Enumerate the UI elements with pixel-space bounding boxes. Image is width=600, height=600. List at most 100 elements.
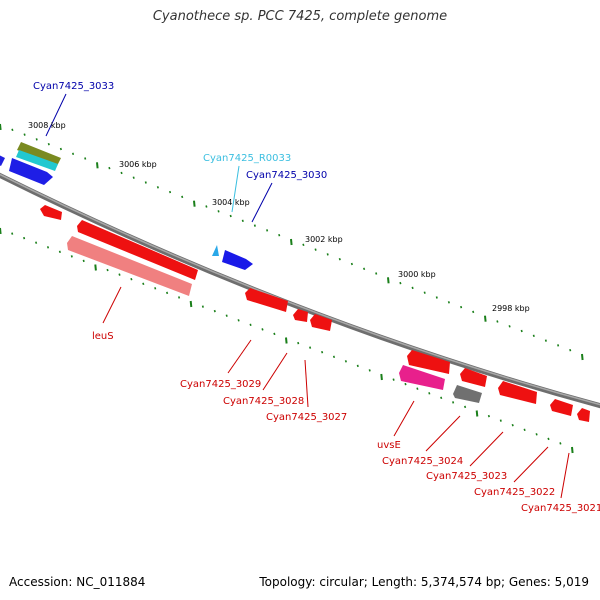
minor-tick xyxy=(435,296,438,299)
genome-backbone xyxy=(0,172,600,409)
minor-tick xyxy=(35,138,38,141)
minor-tick xyxy=(166,291,169,295)
minor-tick xyxy=(416,387,419,390)
tick-label: 3000 kbp xyxy=(398,270,436,279)
gene-arrow[interactable] xyxy=(222,250,253,270)
gene-arrow[interactable] xyxy=(9,158,53,185)
gene-label[interactable]: Cyan7425_3023 xyxy=(426,471,507,482)
gene-arrow[interactable] xyxy=(0,153,5,166)
minor-tick xyxy=(225,314,228,317)
minor-tick xyxy=(344,360,347,363)
minor-tick xyxy=(302,243,305,247)
gene-arrow[interactable] xyxy=(453,385,482,403)
minor-tick xyxy=(108,166,111,170)
gene-arrow[interactable] xyxy=(293,309,308,322)
minor-tick xyxy=(535,433,538,436)
minor-tick xyxy=(411,286,414,290)
minor-tick xyxy=(106,268,109,272)
genome-backbone-highlight xyxy=(0,173,600,406)
minor-tick xyxy=(229,214,232,218)
major-tick xyxy=(380,373,383,381)
gene-arrow[interactable] xyxy=(40,205,62,220)
minor-tick xyxy=(520,329,523,333)
gene-label[interactable]: Cyan7425_3033 xyxy=(33,81,114,92)
gene-label[interactable]: Cyan7425_3029 xyxy=(180,379,261,390)
gene-label[interactable]: Cyan7425_3022 xyxy=(474,487,555,498)
minor-tick xyxy=(440,396,443,400)
gene-arrow[interactable] xyxy=(399,365,445,390)
minor-tick xyxy=(58,250,61,254)
minor-tick xyxy=(169,190,172,194)
minor-tick xyxy=(47,142,50,146)
minor-tick xyxy=(544,339,547,342)
minor-tick xyxy=(399,281,402,285)
major-tick xyxy=(387,277,390,284)
minor-tick xyxy=(241,219,244,223)
gene-arrow[interactable] xyxy=(77,220,198,280)
gene-arrow[interactable] xyxy=(577,408,590,422)
gene-arrow[interactable] xyxy=(16,150,58,171)
minor-tick xyxy=(523,428,526,432)
minor-tick xyxy=(460,305,463,309)
minor-tick xyxy=(511,423,514,427)
minor-tick xyxy=(181,195,184,199)
gene-arrow[interactable] xyxy=(245,288,288,312)
gene-labels: Cyan7425_3033 Cyan7425_R0033 Cyan7425_30… xyxy=(33,81,600,514)
gene-arrow[interactable] xyxy=(17,142,61,166)
minor-tick xyxy=(118,273,121,276)
gene-arrow[interactable] xyxy=(310,314,332,331)
gene-arrow[interactable] xyxy=(67,236,192,296)
gene-label[interactable]: Cyan7425_3030 xyxy=(246,170,327,181)
minor-tick xyxy=(217,210,220,213)
gene-arrow[interactable] xyxy=(460,368,487,387)
minor-tick xyxy=(23,133,26,136)
rna-arrow[interactable] xyxy=(212,245,219,256)
gene-label[interactable]: uvsE xyxy=(377,440,401,451)
minor-tick xyxy=(142,282,145,286)
tick-label: 3008 kbp xyxy=(28,121,66,130)
minor-tick xyxy=(350,262,353,266)
gene-label[interactable]: leuS xyxy=(92,331,114,342)
minor-tick xyxy=(266,229,269,232)
gene-label[interactable]: Cyan7425_R0033 xyxy=(203,153,291,164)
tick-label: 2998 kbp xyxy=(492,304,530,313)
gene-label[interactable]: Cyan7425_3021 xyxy=(521,503,600,514)
minor-tick xyxy=(178,296,181,299)
gene-arrow[interactable] xyxy=(550,399,573,416)
minor-tick xyxy=(35,241,38,244)
gene-label[interactable]: Cyan7425_3024 xyxy=(382,456,463,467)
tick-labels: 3008 kbp 3006 kbp 3004 kbp 3002 kbp 3000… xyxy=(28,121,530,313)
minor-tick xyxy=(375,272,378,275)
genome-summary-text: Topology: circular; Length: 5,374,574 bp… xyxy=(259,575,589,589)
minor-tick xyxy=(338,257,341,261)
minor-tick xyxy=(557,344,560,347)
reverse-strand-genes xyxy=(40,205,590,422)
minor-tick xyxy=(356,364,359,368)
minor-tick xyxy=(547,437,550,441)
minor-tick xyxy=(132,176,135,179)
minor-tick xyxy=(532,334,535,338)
minor-tick xyxy=(249,323,252,326)
minor-tick xyxy=(46,246,50,249)
minor-tick xyxy=(84,157,87,160)
minor-tick xyxy=(496,320,499,323)
accession-text: Accession: NC_011884 xyxy=(9,575,146,589)
tick-label: 3006 kbp xyxy=(119,160,157,169)
gene-arrow[interactable] xyxy=(498,381,537,404)
major-tick xyxy=(0,123,2,131)
major-tick xyxy=(285,337,288,344)
gene-label[interactable]: Cyan7425_3027 xyxy=(266,412,347,423)
minor-tick xyxy=(70,255,73,258)
minor-tick xyxy=(273,332,276,336)
tick-label: 3002 kbp xyxy=(305,235,343,244)
minor-tick xyxy=(205,205,208,208)
minor-tick xyxy=(261,328,264,331)
minor-tick xyxy=(332,355,336,359)
minor-tick xyxy=(237,319,240,322)
gene-label[interactable]: Cyan7425_3028 xyxy=(223,396,304,407)
minor-tick xyxy=(156,186,159,189)
minor-tick xyxy=(404,382,407,386)
minor-tick xyxy=(423,291,426,294)
minor-tick xyxy=(559,442,562,445)
gene-arrow[interactable] xyxy=(407,350,450,374)
